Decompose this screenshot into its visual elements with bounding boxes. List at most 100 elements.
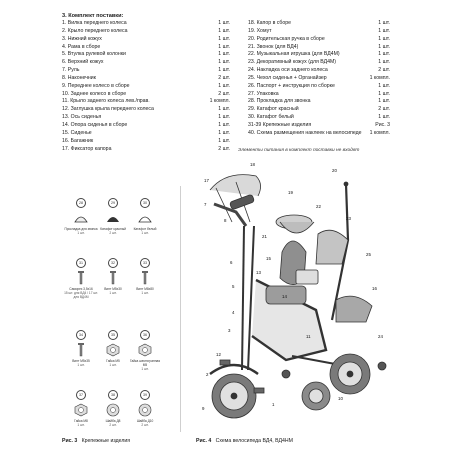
part-quantity: 1 шт. [141, 230, 149, 235]
part-callout: 24 [378, 334, 383, 339]
item-name: 4. Рама в сборе [62, 43, 101, 50]
item-name: 31-39 Крепежные изделия [248, 121, 312, 128]
part-quantity: 1 шт. [109, 290, 117, 295]
part-callout: 19 [288, 190, 293, 195]
part-quantity: 2 шт. [141, 422, 149, 427]
item-quantity: 1 шт. [378, 98, 390, 105]
part-label: Катафот белый [133, 227, 157, 231]
item-quantity: 1 шт. [218, 59, 230, 66]
delivery-list-item: 21. Звонок (для ВД4)1 шт. [248, 44, 390, 52]
part-number: 34 [76, 330, 86, 340]
fastener-icon [78, 343, 84, 357]
part-quantity: 2 шт. [109, 422, 117, 427]
item-name: 13. Ось сиденья [62, 114, 102, 121]
item-name: 18. Капор в сборе [248, 20, 291, 26]
part-callout: 3 [228, 328, 231, 333]
part-quantity: 1 шт. [77, 422, 85, 427]
item-name: 26. Паспорт + инструкция по сборке [248, 82, 335, 89]
part-quantity: 15 шт. для ВД4 / 17 шт. для ВД4М [64, 290, 98, 299]
item-quantity: 1 шт. [378, 27, 390, 34]
part-label: Шайба Д10 [136, 419, 154, 423]
item-quantity: 1 шт. [218, 35, 230, 42]
item-name: 9. Переднее колесо в сборе [62, 82, 130, 89]
part-label: Винт M5x35 [72, 359, 90, 363]
item-name: 24. Накладка оси заднего колеса [248, 67, 328, 74]
part-number: 37 [76, 390, 86, 400]
item-quantity: 2 шт. [218, 74, 230, 81]
item-name: 8. Наконечник [62, 74, 96, 81]
part-label: Шайба Д8 [105, 419, 121, 423]
item-quantity: 2 шт. [378, 67, 390, 74]
part-callout: 8 [224, 218, 227, 223]
item-quantity: 2 шт. [218, 90, 230, 97]
fastener-icon [142, 271, 148, 285]
part-callout: 1 [272, 402, 275, 407]
fig3-caption: Рис. 3 Крепежные изделия [62, 438, 130, 444]
item-name: 15. Сиденье [62, 129, 92, 136]
fastener-icon [78, 271, 84, 285]
canopy-shape [209, 174, 261, 197]
item-name: 20. Родительская ручка в сборе [248, 35, 325, 42]
item-name: 23. Декоративный кожух (для ВД4М) [248, 59, 337, 66]
item-quantity: 2 шт. [218, 145, 230, 152]
part-label: Прокладка для звонка [64, 227, 98, 231]
fastener-icon [138, 403, 152, 417]
item-quantity: 1 шт. [378, 82, 390, 89]
part-callout: 23 [346, 216, 351, 221]
fig4-caption: Рис. 4 Схема велосипеда ВД4, ВД4НМ [196, 438, 293, 444]
delivery-list-item: 23. Декоративный кожух (для ВД4М) 1 шт. [248, 59, 390, 67]
part-callout: 4 [232, 310, 235, 315]
item-name: 3. Нижний кожух [62, 35, 102, 42]
delivery-list-item: 3. Нижний кожух 1 шт. [62, 36, 230, 44]
item-name: 29. Катафот красный [248, 106, 299, 113]
item-quantity: 1 шт. [218, 67, 230, 74]
delivery-list-item: 24. Накладка оси заднего колеса 2 шт. [248, 67, 390, 75]
part-callout: 13 [256, 270, 261, 275]
item-quantity: 1 шт. [378, 35, 390, 42]
part-label: Гайка M8 [74, 419, 88, 423]
item-quantity: 1 шт. [378, 90, 390, 97]
delivery-list-item: 30. Катафот белый 1 шт. [248, 114, 390, 122]
item-name: 11. Крыло заднего колеса лев./прав. [62, 98, 150, 105]
item-quantity: 1 шт. [378, 59, 390, 66]
part-number: 31 [76, 258, 86, 268]
part-callout: 18 [250, 162, 255, 167]
item-quantity: 1 шт. [218, 129, 230, 136]
figure-divider [180, 186, 181, 432]
part-callout: 17 [204, 178, 209, 183]
item-quantity: 1 шт. [378, 114, 390, 121]
item-name: 2. Крыло переднего колеса [62, 27, 128, 34]
fastener-icon [106, 403, 120, 417]
part-label: Винт M8x80 [136, 287, 154, 291]
fig3-caption-text: Крепежные изделия [81, 438, 131, 444]
fig4-caption-text: Схема велосипеда ВД4, ВД4НМ [215, 438, 293, 444]
batteries-note: Элементы питания в комплект поставки не … [238, 148, 360, 153]
item-name: 30. Катафот белый [248, 114, 294, 121]
item-quantity: 1 шт. [218, 121, 230, 128]
part-callout: 11 [306, 334, 311, 339]
part-number: 36 [140, 330, 150, 340]
delivery-list-item: 11. Крыло заднего колеса лев./прав.1 ком… [62, 98, 230, 106]
